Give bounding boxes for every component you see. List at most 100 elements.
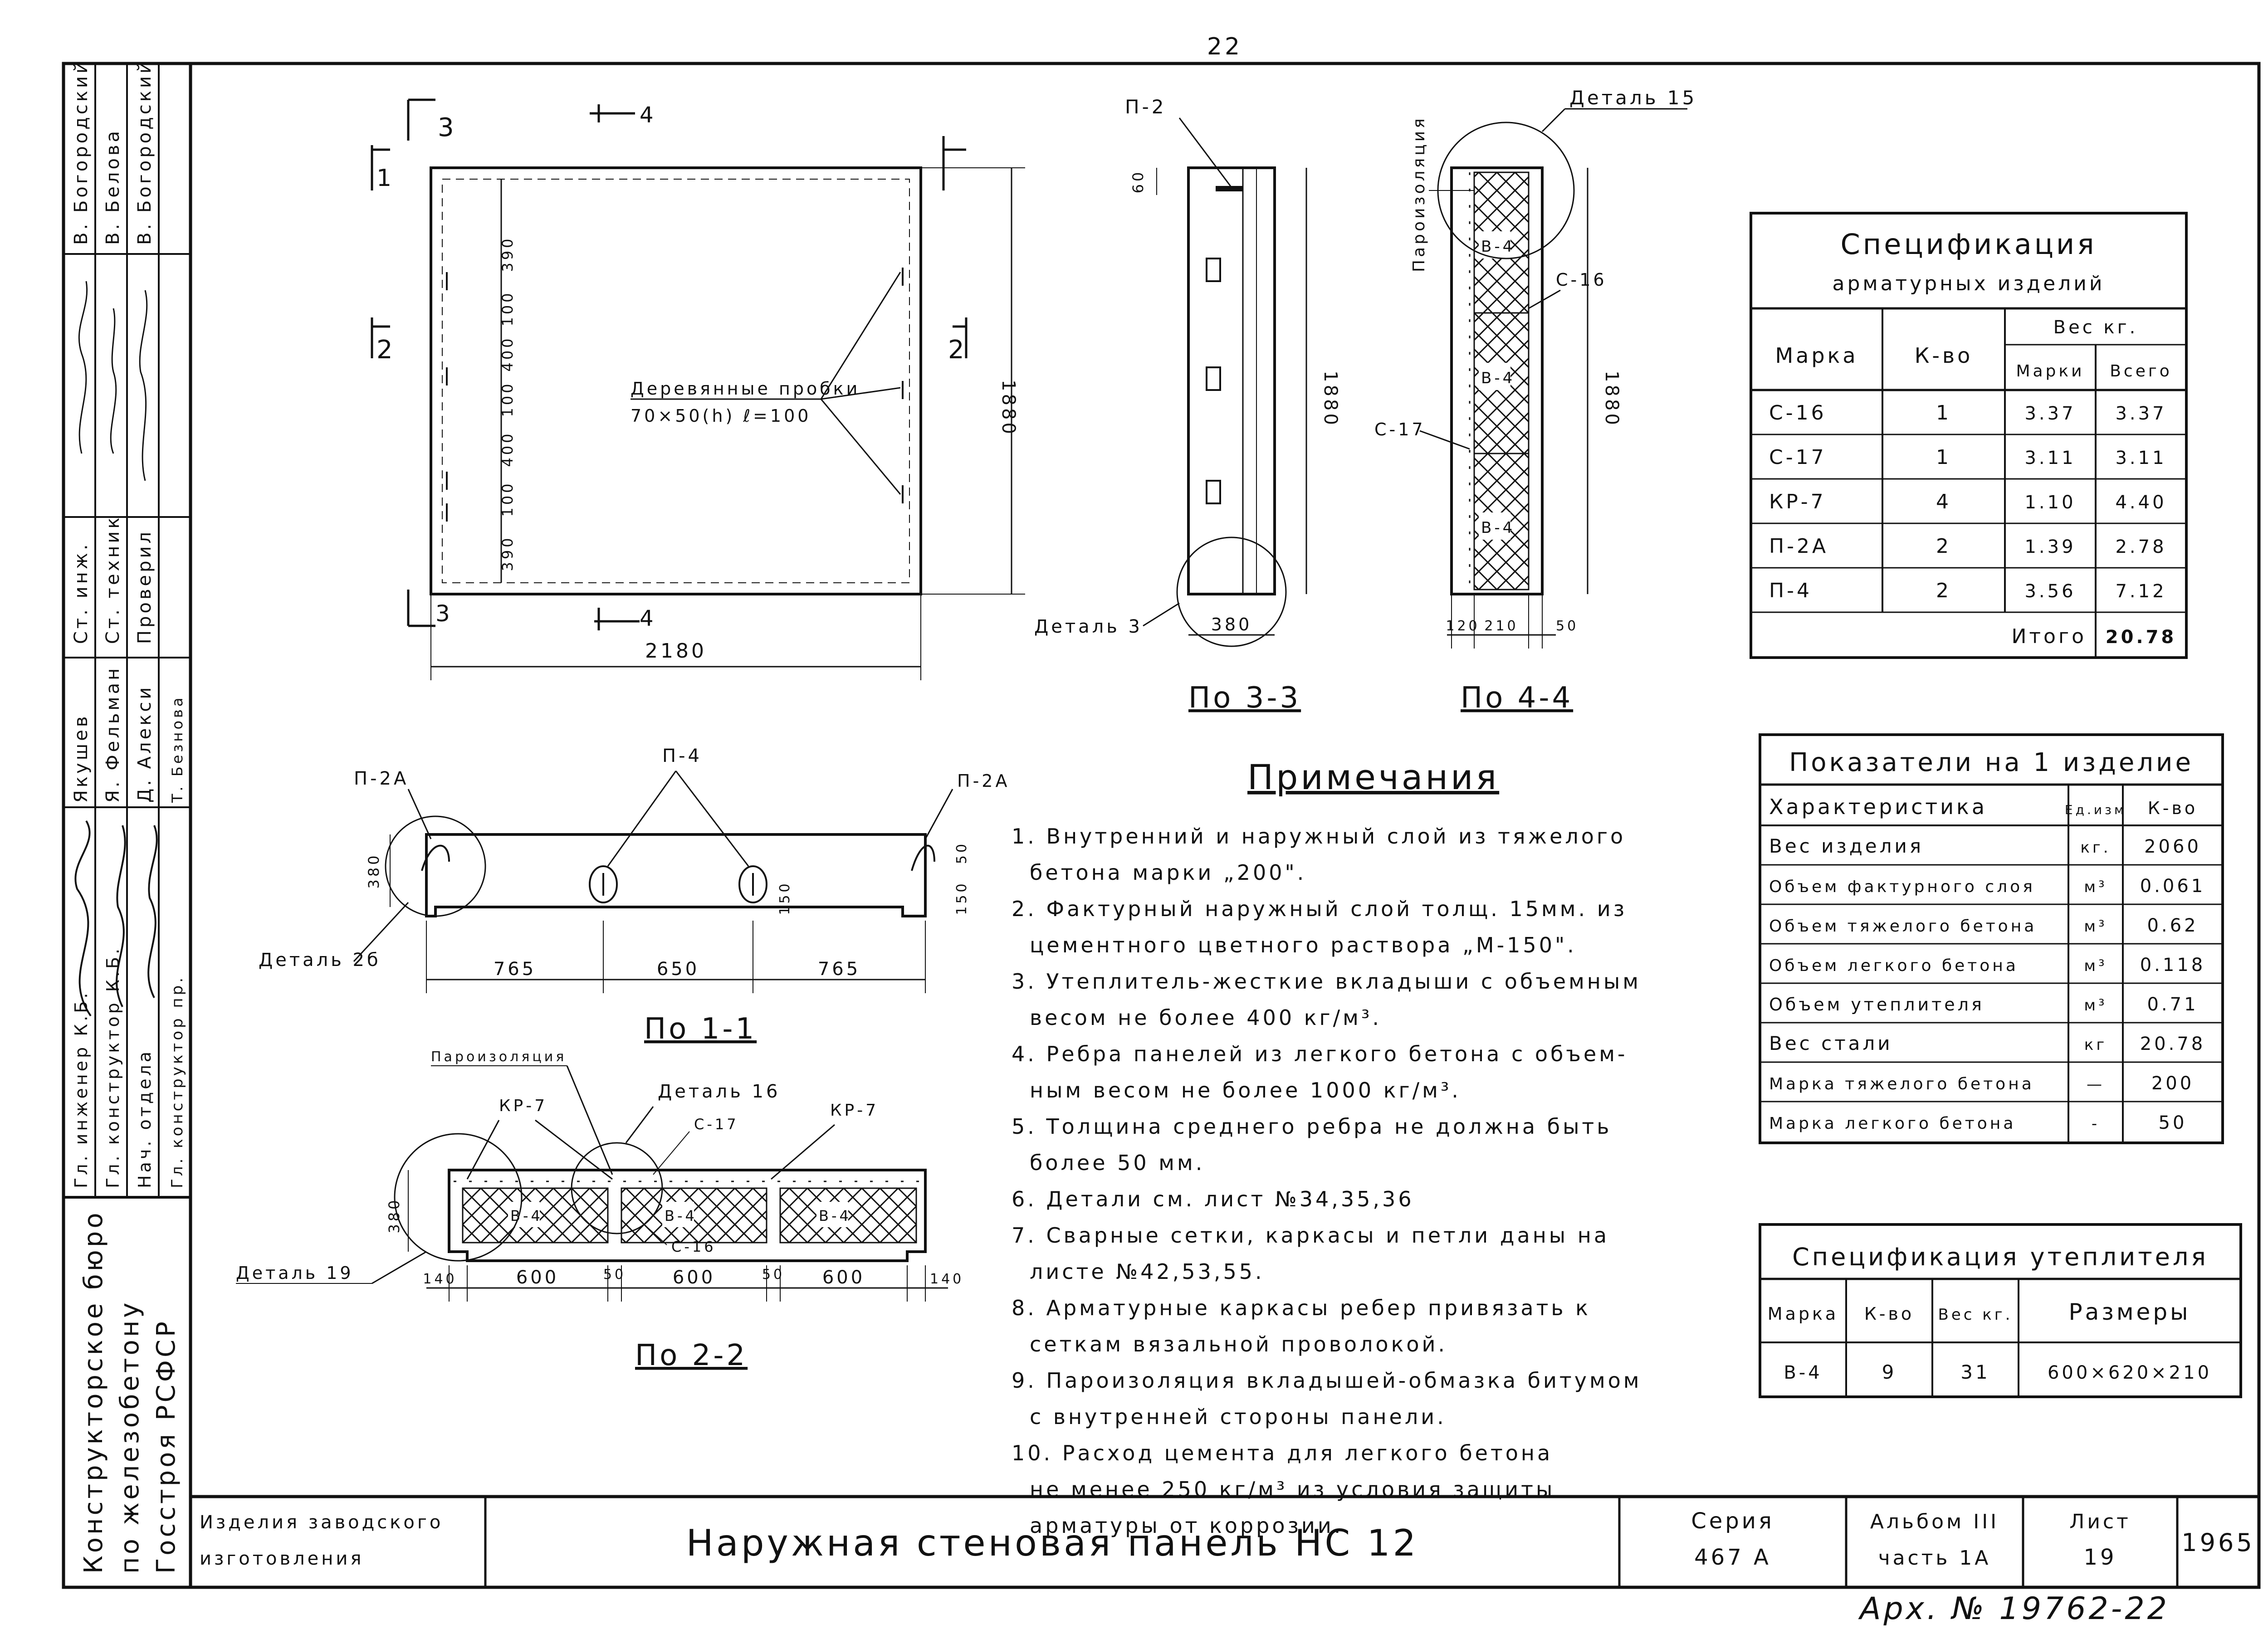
spec-r4-qty: 2 — [1936, 535, 1951, 558]
s22-b4-1: В-4 — [510, 1207, 543, 1224]
note-line-14: 8. Арматурные каркасы ребер привязать к — [1012, 1296, 1591, 1320]
spec-r2-one: 3.11 — [2024, 448, 2076, 468]
s22-b4-2: В-4 — [665, 1207, 697, 1224]
elev-dim-v-4: 100 — [499, 381, 516, 417]
spec-r4-total: 2.78 — [2115, 537, 2166, 557]
signature-5 — [116, 825, 126, 1007]
ind-col-char: Характеристика — [1769, 795, 1987, 819]
note-line-2: бетона марки „200". — [1030, 860, 1306, 885]
s11-dim-1: 765 — [494, 959, 536, 980]
s44-b4-3: В-4 — [1481, 519, 1515, 537]
ind-r1-char: Вес изделия — [1769, 835, 1924, 857]
plugs-label-1: Деревянные пробки — [631, 379, 860, 399]
spec-r5-mark: П-4 — [1769, 579, 1812, 602]
spec-r2-qty: 1 — [1936, 446, 1951, 469]
s22-height: 380 — [386, 1197, 403, 1233]
s44-dim-2: 210 — [1484, 618, 1518, 634]
name-3: В. Богородский — [134, 59, 155, 245]
cut-mark-1-left: 1 — [376, 165, 394, 192]
insul-title: Спецификация утеплителя — [1792, 1243, 2209, 1271]
table-spec-reinforcement: Спецификация арматурных изделий Марка К-… — [1750, 212, 2188, 659]
s22-c17: С-17 — [694, 1116, 739, 1133]
view-section-4-4: В-4 В-4 В-4 Деталь 15 Пароизоляция С-16 … — [1374, 87, 1697, 715]
note-line-4: цементного цветного раствора „М-150". — [1030, 933, 1577, 957]
ind-r2-qty: 0.061 — [2140, 876, 2206, 897]
cut-mark-2-left: 2 — [376, 335, 396, 365]
note-line-18: 10. Расход цемента для легкого бетона — [1012, 1441, 1553, 1465]
insul-col-mark: Марка — [1768, 1304, 1838, 1324]
ind-r7-unit: — — [2087, 1075, 2105, 1093]
spec-col-weight-total: Всего — [2110, 362, 2172, 380]
elev-dim-v-1: 390 — [499, 236, 516, 272]
ind-r8-qty: 50 — [2159, 1112, 2187, 1133]
note-line-1: 1. Внутренний и наружный слой из тяжелог… — [1012, 824, 1626, 849]
insul-col-qty: К-во — [1864, 1304, 1914, 1324]
s44-b4-labels: В-4 В-4 В-4 — [1479, 231, 1515, 540]
tb-album-value: часть 1А — [1878, 1546, 1991, 1570]
spec-r1-mark: С-16 — [1769, 401, 1827, 424]
s11-title: По 1-1 — [644, 1012, 757, 1046]
tb-series-label: Серия — [1691, 1508, 1774, 1534]
staff-name-2: Я. Фельман — [103, 666, 123, 803]
signature-1 — [78, 281, 88, 454]
view-section-3-3: П-2 60 1880 380 Деталь 3 По 3-3 — [1034, 96, 1341, 715]
page-number: 22 — [1207, 33, 1242, 60]
elev-dim-v-6: 100 — [499, 481, 516, 517]
s11-dim-3: 765 — [818, 959, 860, 980]
spec-title-2: арматурных изделий — [1833, 272, 2105, 295]
s44-b4-1: В-4 — [1481, 238, 1515, 256]
spec-r3-qty: 4 — [1936, 490, 1951, 513]
signature-4 — [74, 820, 92, 1017]
s11-height: 380 — [365, 853, 382, 888]
ind-r7-char: Марка тяжелого бетона — [1769, 1075, 2034, 1093]
org-line-3: Госстроя РСФСР — [152, 1319, 181, 1574]
s11-p2a-right: П-2А — [957, 771, 1010, 791]
frame-outer — [62, 62, 2261, 1589]
ind-r3-qty: 0.62 — [2147, 915, 2198, 936]
note-line-20: арматуры от коррозии. — [1030, 1513, 1343, 1538]
signature-2 — [110, 308, 117, 454]
insul-mark: В-4 — [1784, 1362, 1822, 1383]
ind-r5-unit: м³ — [2084, 996, 2107, 1015]
s33-detail: Деталь 3 — [1034, 616, 1143, 637]
s44-dim-3: 50 — [1556, 618, 1579, 634]
s22-title: По 2-2 — [635, 1339, 748, 1372]
ind-r4-unit: м³ — [2084, 957, 2107, 975]
cut-mark-4-top: 4 — [640, 102, 656, 128]
s33-p2: П-2 — [1125, 96, 1166, 118]
cut-mark-4-bottom: 4 — [640, 606, 656, 631]
note-line-13: листе №42,53,55. — [1030, 1259, 1265, 1284]
tb-sheet-value: 19 — [2083, 1545, 2116, 1570]
ind-col-qty: К-во — [2148, 798, 2198, 818]
spec-col-qty: К-во — [1915, 343, 1973, 368]
s44-detail: Деталь 15 — [1569, 87, 1697, 109]
spec-r5-total: 7.12 — [2115, 581, 2166, 602]
spec-col-weight: Вес кг. — [2053, 317, 2138, 338]
ind-r2-char: Объем фактурного слоя — [1769, 878, 2035, 896]
spec-r3-mark: КР-7 — [1769, 490, 1826, 513]
spec-r5-qty: 2 — [1936, 579, 1951, 602]
ind-r1-qty: 2060 — [2144, 836, 2201, 857]
plugs-label-2: 70×50(h) ℓ=100 — [631, 406, 811, 426]
ind-r6-char: Вес стали — [1769, 1032, 1893, 1054]
elev-dim-v-3: 400 — [499, 336, 516, 371]
tb-category-1: Изделия заводского — [200, 1512, 443, 1533]
insul-qty: 9 — [1882, 1361, 1897, 1383]
tb-category-2: изготовления — [200, 1548, 364, 1569]
ind-r3-unit: м³ — [2084, 917, 2107, 936]
note-line-12: 7. Сварные сетки, каркасы и петли даны н… — [1012, 1223, 1609, 1248]
table-indicators: Показатели на 1 изделие Характеристика Е… — [1759, 733, 2224, 1144]
s33-height: 1880 — [1320, 371, 1341, 428]
s11-mid: 150 — [777, 881, 793, 915]
role-1: Ст. инж. — [71, 541, 92, 644]
spec-title-1: Спецификация — [1840, 228, 2097, 261]
ind-r7-qty: 200 — [2151, 1073, 2194, 1094]
s44-c17: С-17 — [1374, 419, 1426, 439]
s33-width: 380 — [1211, 615, 1252, 634]
s22-detail19: Деталь 19 — [236, 1263, 354, 1283]
note-line-9: 5. Толщина среднего ребра не должна быть — [1012, 1114, 1612, 1139]
staff-title-1: Гл. инженер К.Б. — [71, 990, 91, 1188]
s22-dim-7: 140 — [930, 1271, 964, 1287]
s44-c16: С-16 — [1556, 270, 1607, 290]
spec-r3-total: 4.40 — [2115, 492, 2166, 513]
